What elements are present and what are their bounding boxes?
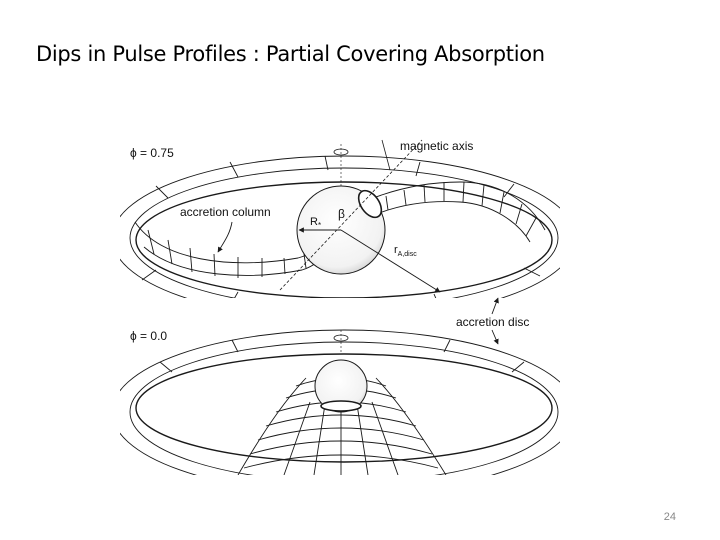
bottom-disc-outer-edge (120, 329, 560, 475)
disc-radius-arrow (340, 229, 441, 293)
bottom-phase-label: ϕ = 0.0 (130, 329, 167, 343)
stellar-radius-label: R* (310, 216, 321, 230)
disc-radius-label: rA,disc (394, 244, 417, 258)
top-disc-ring-1 (129, 167, 559, 298)
bottom-neutron-star (314, 359, 368, 413)
bottom-polar-cap (320, 400, 362, 412)
top-disc-outer-edge (120, 155, 560, 298)
top-panel: ϕ = 0.75 (120, 139, 560, 298)
top-polar-cap (357, 189, 383, 219)
accretion-disc-arrow-down (491, 329, 499, 345)
magnetic-axis-leader (381, 139, 391, 171)
right-accretion-column (367, 181, 546, 243)
bottom-panel: ϕ = 0.0 (120, 329, 560, 475)
magnetic-axis-label: magnetic axis (400, 139, 473, 153)
accretion-geometry-svg: ϕ = 0.75 (120, 139, 560, 475)
page-number: 24 (663, 511, 676, 523)
top-disc-inner-edge (135, 181, 553, 298)
beta-angle-label: β (338, 207, 345, 221)
magnetic-axis-line (279, 139, 423, 291)
accretion-column-label: accretion column (180, 205, 271, 219)
accretion-disc-annotation: accretion disc (456, 297, 529, 345)
bottom-accretion-funnel (237, 377, 447, 475)
accretion-disc-label: accretion disc (456, 315, 529, 329)
accretion-column-arrow (217, 221, 233, 253)
top-phase-label: ϕ = 0.75 (130, 146, 174, 160)
accretion-geometry-figure: ϕ = 0.75 (120, 130, 560, 475)
accretion-disc-arrow-up (491, 297, 499, 315)
slide-title: Dips in Pulse Profiles : Partial Coverin… (36, 42, 545, 66)
bottom-disc-ring-1 (129, 341, 559, 475)
